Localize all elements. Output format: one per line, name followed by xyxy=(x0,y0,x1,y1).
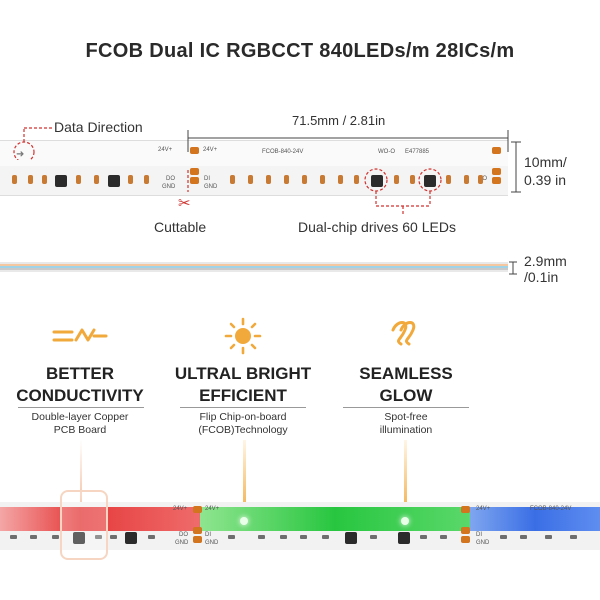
feature-description: Flip Chip-on-board (FCOB)Technology xyxy=(198,411,288,436)
glow-point xyxy=(240,517,248,525)
strip-side-profile xyxy=(0,262,508,272)
ic-chip xyxy=(108,175,120,187)
strip-top-view: ➜ 24V+ 24V+ DI GND DO GND FCOB-840-24V W… xyxy=(0,140,508,196)
segment-dimension-line xyxy=(187,130,509,152)
feature-heading: SEAMLESS GLOW xyxy=(359,364,453,405)
thickness-dimension-line xyxy=(509,261,517,275)
led-row xyxy=(4,175,504,187)
width-label-1: 10mm/ xyxy=(524,154,567,170)
dual-chip-callout xyxy=(364,168,442,216)
strip-glow-view: 24V+ 24V+ 24V+ FCOB-840-24V DI GND DO GN… xyxy=(0,490,600,560)
pointer-line xyxy=(404,440,407,520)
segment-length-label: 71.5mm / 2.81in xyxy=(292,113,386,128)
cuttable-label: Cuttable xyxy=(154,219,207,235)
data-arrow-icon: ➜ xyxy=(16,149,25,160)
data-direction-label: Data Direction xyxy=(54,119,143,135)
feature-divider xyxy=(18,407,144,408)
pointer-line xyxy=(80,440,82,502)
feature-divider xyxy=(343,407,469,408)
page-title: FCOB Dual IC RGBCCT 840LEDs/m 28ICs/m xyxy=(85,40,515,62)
glow-point xyxy=(401,517,409,525)
solder-pads-left xyxy=(193,506,202,543)
ic-chip xyxy=(424,175,436,187)
scissors-icon: ✂ xyxy=(178,195,191,212)
ic-chip xyxy=(55,175,67,187)
sun-icon xyxy=(224,317,262,355)
feature-description: Spot-free illumination xyxy=(379,411,433,436)
ic-chip xyxy=(371,175,383,187)
solder-pads-right xyxy=(492,147,502,184)
width-dimension-line xyxy=(511,141,521,193)
ic-chip xyxy=(73,532,85,544)
conductivity-icon xyxy=(52,328,108,342)
ic-chip xyxy=(125,532,137,544)
thickness-label-1: 2.9mm xyxy=(524,253,567,269)
component-row xyxy=(0,535,600,543)
glow-wave-icon xyxy=(391,321,416,346)
thickness-label-2: /0.1in xyxy=(524,269,559,285)
feature-heading: ULTRAL BRIGHT EFFICIENT xyxy=(174,364,312,405)
ic-chip xyxy=(345,532,357,544)
cut-line-marker xyxy=(187,170,189,192)
solder-pads-left xyxy=(190,147,200,184)
width-label-2: 0.39 in xyxy=(524,172,567,188)
glow-band-blue xyxy=(470,507,600,531)
dual-chip-label: Dual-chip drives 60 LEDs xyxy=(298,219,456,235)
pointer-line xyxy=(243,440,246,520)
glow-band-red xyxy=(0,507,200,531)
conductivity-highlight-frame xyxy=(60,490,108,560)
ic-chip xyxy=(398,532,410,544)
data-direction-callout xyxy=(13,127,52,160)
feature-description: Double-layer Copper PCB Board xyxy=(31,411,129,436)
feature-divider xyxy=(180,407,306,408)
feature-heading: BETTER CONDUCTIVITY xyxy=(16,364,144,405)
solder-pads-right xyxy=(461,506,470,543)
